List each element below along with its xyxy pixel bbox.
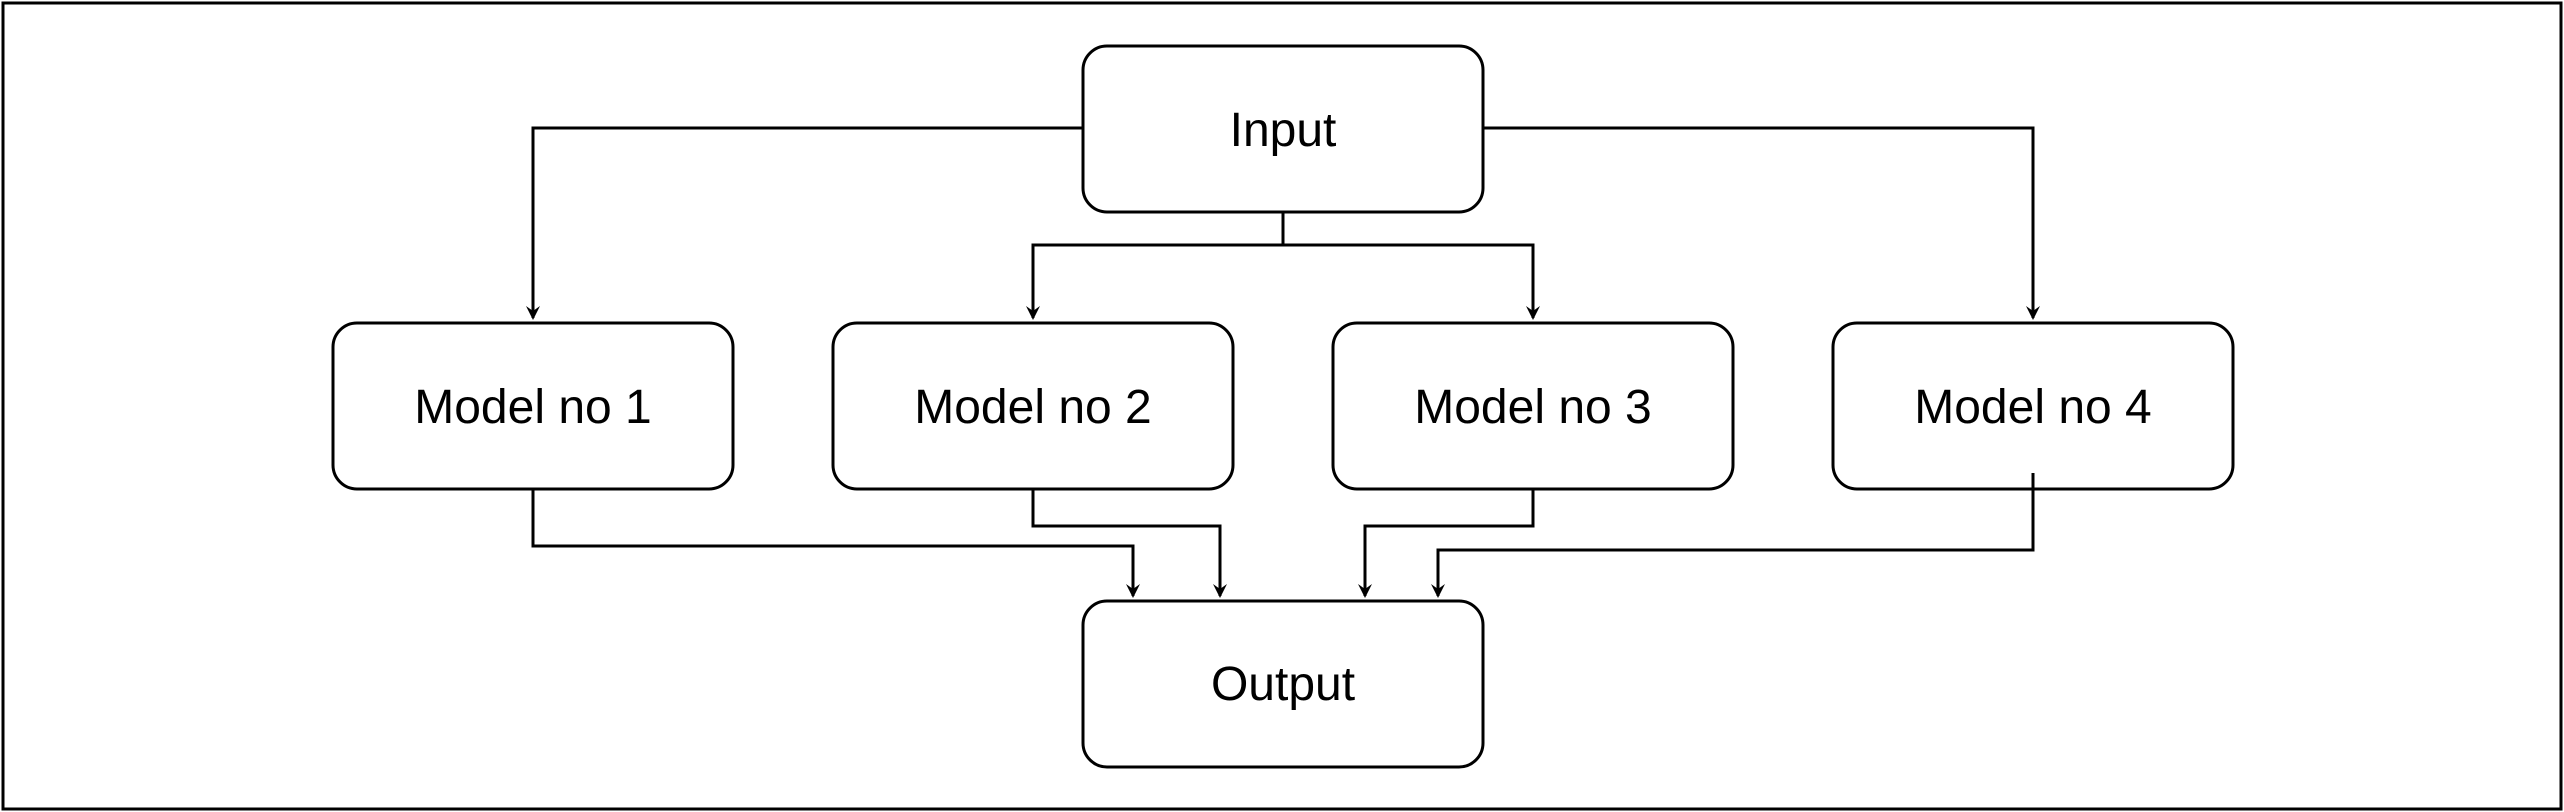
edge-input-to-model-3 <box>1283 243 1540 320</box>
edge-model-2-to-output <box>1031 488 1227 598</box>
node-model-2: Model no 2 <box>831 321 1235 491</box>
edge-model-4-to-output <box>1431 473 2035 598</box>
node-model-2-label: Model no 2 <box>914 381 1152 434</box>
node-model-3-label: Model no 3 <box>1414 381 1652 434</box>
edge-input-to-model-2 <box>1026 212 1285 320</box>
node-model-4-label: Model no 4 <box>1914 381 2152 434</box>
edge-input-to-model-4 <box>1483 126 2040 320</box>
node-model-3: Model no 3 <box>1331 321 1735 491</box>
node-model-1-label: Model no 1 <box>414 381 652 434</box>
node-output-label: Output <box>1211 658 1355 711</box>
node-model-4: Model no 4 <box>1831 321 2235 491</box>
node-input: Input <box>1081 44 1485 214</box>
node-model-1: Model no 1 <box>331 321 735 491</box>
node-output: Output <box>1081 599 1485 769</box>
edge-model-1-to-output <box>531 488 1140 598</box>
edge-input-to-model-1 <box>526 126 1083 320</box>
edge-model-3-to-output <box>1358 488 1535 598</box>
node-input-label: Input <box>1230 104 1337 157</box>
